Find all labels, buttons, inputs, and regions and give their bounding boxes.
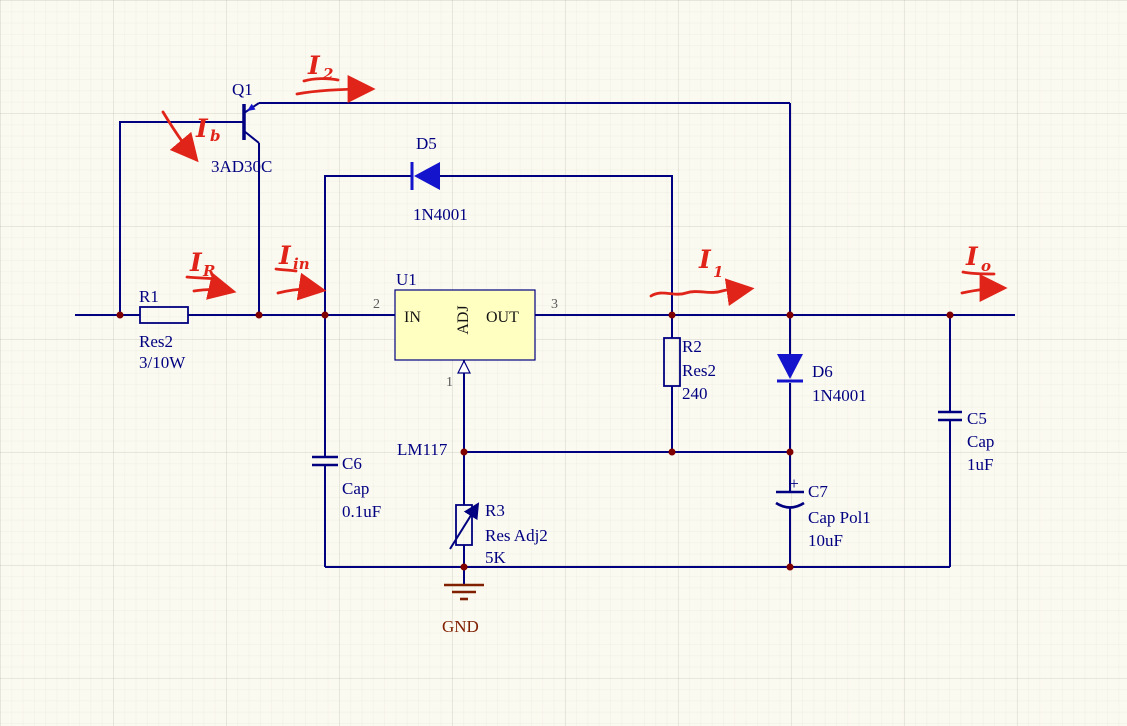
component-c6: C6 Cap 0.1uF	[312, 454, 381, 521]
r3-type: Res Adj2	[485, 526, 548, 545]
annotation-ir: I R	[185, 248, 237, 300]
wire-d5-left-leg	[324, 175, 412, 315]
annotation-io-subscript: o	[981, 257, 991, 275]
junction-dot	[946, 311, 954, 319]
q1-emitter-arrow-icon	[247, 103, 256, 111]
annotation-io-arrow	[960, 274, 1008, 303]
power-port-gnd: GND	[442, 583, 484, 636]
c7-polarity-mark: +	[789, 474, 799, 493]
annotation-ir-arrow	[192, 272, 237, 300]
u1-part: LM117	[397, 440, 448, 459]
d6-part: 1N4001	[812, 386, 867, 405]
annotation-i1-arrow	[649, 278, 755, 307]
annotation-i2-subscript: 2	[322, 65, 333, 83]
component-u1: U1 LM117 2 3 1 IN OUT ADJ	[373, 270, 558, 459]
junction-dot	[786, 311, 794, 319]
r2-value: 240	[682, 384, 708, 403]
q1-designator: Q1	[232, 80, 253, 99]
annotation-io-underline	[961, 270, 996, 276]
annotation-ir-label: I	[189, 248, 203, 277]
d5-part: 1N4001	[413, 205, 468, 224]
u1-pin3-number: 3	[551, 297, 558, 312]
component-q1: Q1 3AD30C	[211, 80, 272, 176]
u1-pin-in-name: IN	[404, 309, 421, 326]
d6-triangle-icon	[777, 354, 803, 379]
u1-designator: U1	[396, 270, 417, 289]
c5-type: Cap	[967, 432, 994, 451]
junction-dot	[255, 311, 263, 319]
annotation-ib: I b	[161, 110, 221, 163]
wires	[75, 102, 1015, 585]
junction-dot	[321, 311, 329, 319]
junction-dot	[460, 448, 468, 456]
c5-designator: C5	[967, 409, 987, 428]
c6-designator: C6	[342, 454, 362, 473]
annotation-iin-arrow	[276, 272, 327, 301]
u1-pin-adj-name: ADJ	[455, 305, 472, 334]
wire-q1-base-riser	[119, 121, 244, 315]
annotation-io-label: I	[965, 242, 979, 271]
c7-designator: C7	[808, 482, 828, 501]
component-d6: D6 1N4001	[777, 354, 867, 405]
u1-pin1-number: 1	[446, 375, 453, 390]
annotation-iin-label: I	[278, 241, 292, 270]
r3-adjust-arrow-icon	[449, 502, 480, 550]
junction-dot	[460, 563, 468, 571]
component-c5: C5 Cap 1uF	[938, 409, 994, 474]
q1-part: 3AD30C	[211, 157, 272, 176]
annotation-ib-subscript: b	[210, 127, 221, 145]
annotation-i2: I 2	[295, 51, 376, 104]
r1-body	[139, 306, 189, 324]
annotation-ir-underline	[185, 275, 218, 281]
c7-plate-bottom-curved	[775, 501, 805, 509]
q1-collector	[243, 130, 260, 144]
annotation-iin-subscript: in	[293, 255, 310, 273]
junction-dot	[668, 311, 676, 319]
component-c7: + C7 Cap Pol1 10uF	[775, 474, 871, 550]
u1-body	[394, 289, 536, 361]
c5-value: 1uF	[967, 455, 993, 474]
junction-dot	[786, 448, 794, 456]
annotation-i1-label: I	[698, 245, 712, 274]
r1-type: Res2	[139, 332, 173, 351]
u1-adj-pin-marker-icon	[457, 359, 471, 374]
annotation-i1-subscript: 1	[713, 263, 723, 281]
r3-value: 5K	[485, 548, 507, 567]
c6-value: 0.1uF	[342, 502, 381, 521]
component-d5: D5 1N4001	[410, 134, 468, 224]
r1-value: 3/10W	[139, 353, 186, 372]
junction-dot	[668, 448, 676, 456]
component-r3: R3 Res Adj2 5K	[449, 501, 548, 567]
r2-designator: R2	[682, 337, 702, 356]
u1-pin-out-name: OUT	[486, 309, 519, 326]
d5-triangle-icon	[414, 162, 440, 190]
annotation-i2-label: I	[307, 51, 321, 80]
c7-type: Cap Pol1	[808, 508, 871, 527]
r2-body	[663, 337, 681, 387]
junction-dot	[786, 563, 794, 571]
junction-dot	[116, 311, 124, 319]
annotation-iin: I in	[274, 241, 327, 301]
annotation-io: I o	[960, 242, 1008, 303]
c7-value: 10uF	[808, 531, 843, 550]
c6-type: Cap	[342, 479, 369, 498]
junction-dots	[116, 311, 954, 571]
annotation-i2-arrow	[295, 75, 376, 104]
r1-designator: R1	[139, 287, 159, 306]
annotation-ib-label: I	[195, 114, 209, 143]
gnd-label: GND	[442, 617, 479, 636]
r3-designator: R3	[485, 501, 505, 520]
annotation-i1: I 1	[649, 245, 755, 307]
annotation-i2-underline	[302, 77, 340, 83]
annotation-iin-underline	[274, 267, 298, 273]
wire-d5-right-leg	[440, 175, 673, 315]
component-r1: R1 Res2 3/10W	[139, 287, 189, 372]
u1-pin2-number: 2	[373, 297, 380, 312]
component-r2: R2 Res2 240	[663, 337, 716, 403]
d5-designator: D5	[416, 134, 437, 153]
d6-designator: D6	[812, 362, 833, 381]
annotation-ib-arrow	[161, 110, 199, 163]
r2-type: Res2	[682, 361, 716, 380]
